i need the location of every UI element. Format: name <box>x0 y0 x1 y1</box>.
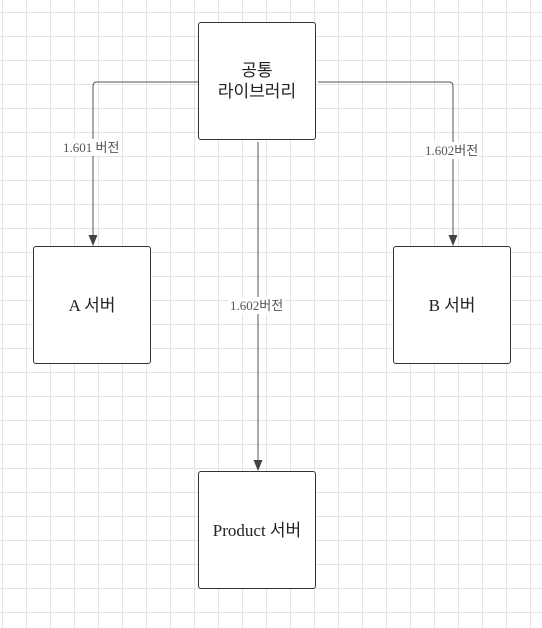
a-server-label: A 서버 <box>68 295 116 315</box>
edge-library-to-a-server[interactable] <box>92 81 198 236</box>
edge-label-b-version: 1.602버전 <box>424 142 480 159</box>
a-server-node[interactable]: A 서버 <box>33 246 151 364</box>
arrowhead-a-server <box>88 235 98 246</box>
edge-label-product-version: 1.602버전 <box>229 297 285 314</box>
arrowhead-b-server <box>448 235 458 246</box>
b-server-node[interactable]: B 서버 <box>393 246 511 364</box>
product-server-node[interactable]: Product 서버 <box>198 471 316 589</box>
common-library-label: 공통 라이브러리 <box>217 61 297 101</box>
edge-library-to-b-server[interactable] <box>318 81 454 236</box>
b-server-label: B 서버 <box>428 295 476 315</box>
arrowhead-product-server <box>253 460 263 471</box>
edge-label-a-version: 1.601 버전 <box>62 139 121 156</box>
product-server-label: Product 서버 <box>212 520 302 540</box>
common-library-node[interactable]: 공통 라이브러리 <box>198 22 316 140</box>
